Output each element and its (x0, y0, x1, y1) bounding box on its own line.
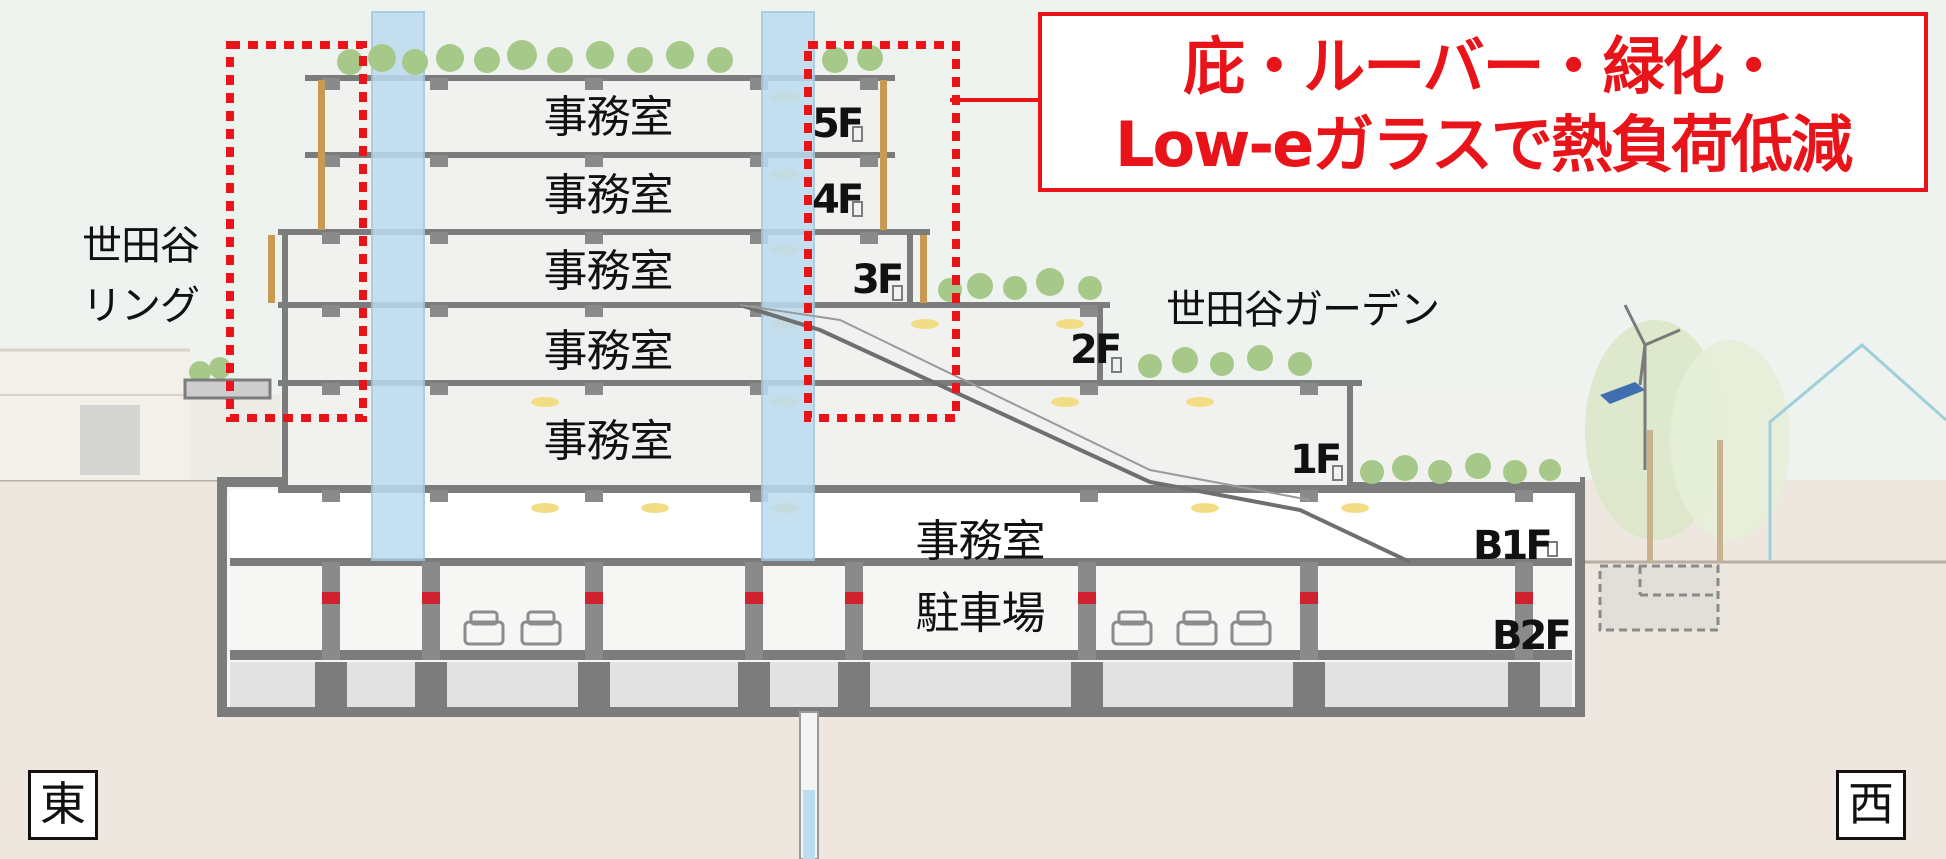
room-label-3f: 事務室 (543, 246, 674, 297)
floor-label-1f: 1F (1290, 437, 1342, 483)
light-well-east (371, 11, 425, 561)
floor-label-2f: 2F (1070, 327, 1122, 373)
west-direction-label: 西 (1836, 770, 1906, 840)
west-house (1768, 343, 1946, 560)
west-trees (1585, 320, 1790, 562)
floor-label-b2f: B2F (1492, 613, 1572, 659)
room-label-5f: 事務室 (543, 92, 674, 143)
floor-label-b1f: B1F (1473, 523, 1553, 569)
rooftop-greenery (189, 40, 1561, 484)
callout-line-2: Low-eガラスで熱負荷低減 (1115, 108, 1853, 181)
room-label-b1f: 事務室 (915, 516, 1046, 567)
east-direction-label: 東 (28, 770, 98, 840)
east-neighbor-building (0, 348, 280, 480)
louvers (268, 80, 927, 303)
floor-label-3f: 3F (852, 257, 904, 303)
floor-label-4f: 4F (812, 177, 864, 223)
setagaya-ring-label-line2: リング (82, 283, 200, 329)
room-label-1f: 事務室 (543, 416, 674, 467)
setagaya-garden-label: 世田谷ガーデン (1166, 287, 1440, 333)
parked-cars (463, 610, 1272, 646)
floor-label-5f: 5F (812, 101, 864, 147)
setagaya-ring-label-line1: 世田谷 (82, 223, 200, 269)
underground-tank (1598, 564, 1720, 632)
heat-load-callout: 庇・ルーバー・緑化・ Low-eガラスで熱負荷低減 (1038, 12, 1928, 192)
callout-line-1: 庇・ルーバー・緑化・ (1183, 30, 1784, 103)
highlight-west-facade (804, 41, 960, 422)
solar-panel (1600, 382, 1645, 404)
room-label-b2f: 駐車場 (915, 588, 1046, 639)
basement-columns (315, 562, 1540, 707)
stepped-stair (739, 303, 1411, 564)
room-label-4f: 事務室 (543, 170, 674, 221)
wind-turbine (1623, 304, 1681, 470)
room-label-2f: 事務室 (543, 326, 674, 377)
